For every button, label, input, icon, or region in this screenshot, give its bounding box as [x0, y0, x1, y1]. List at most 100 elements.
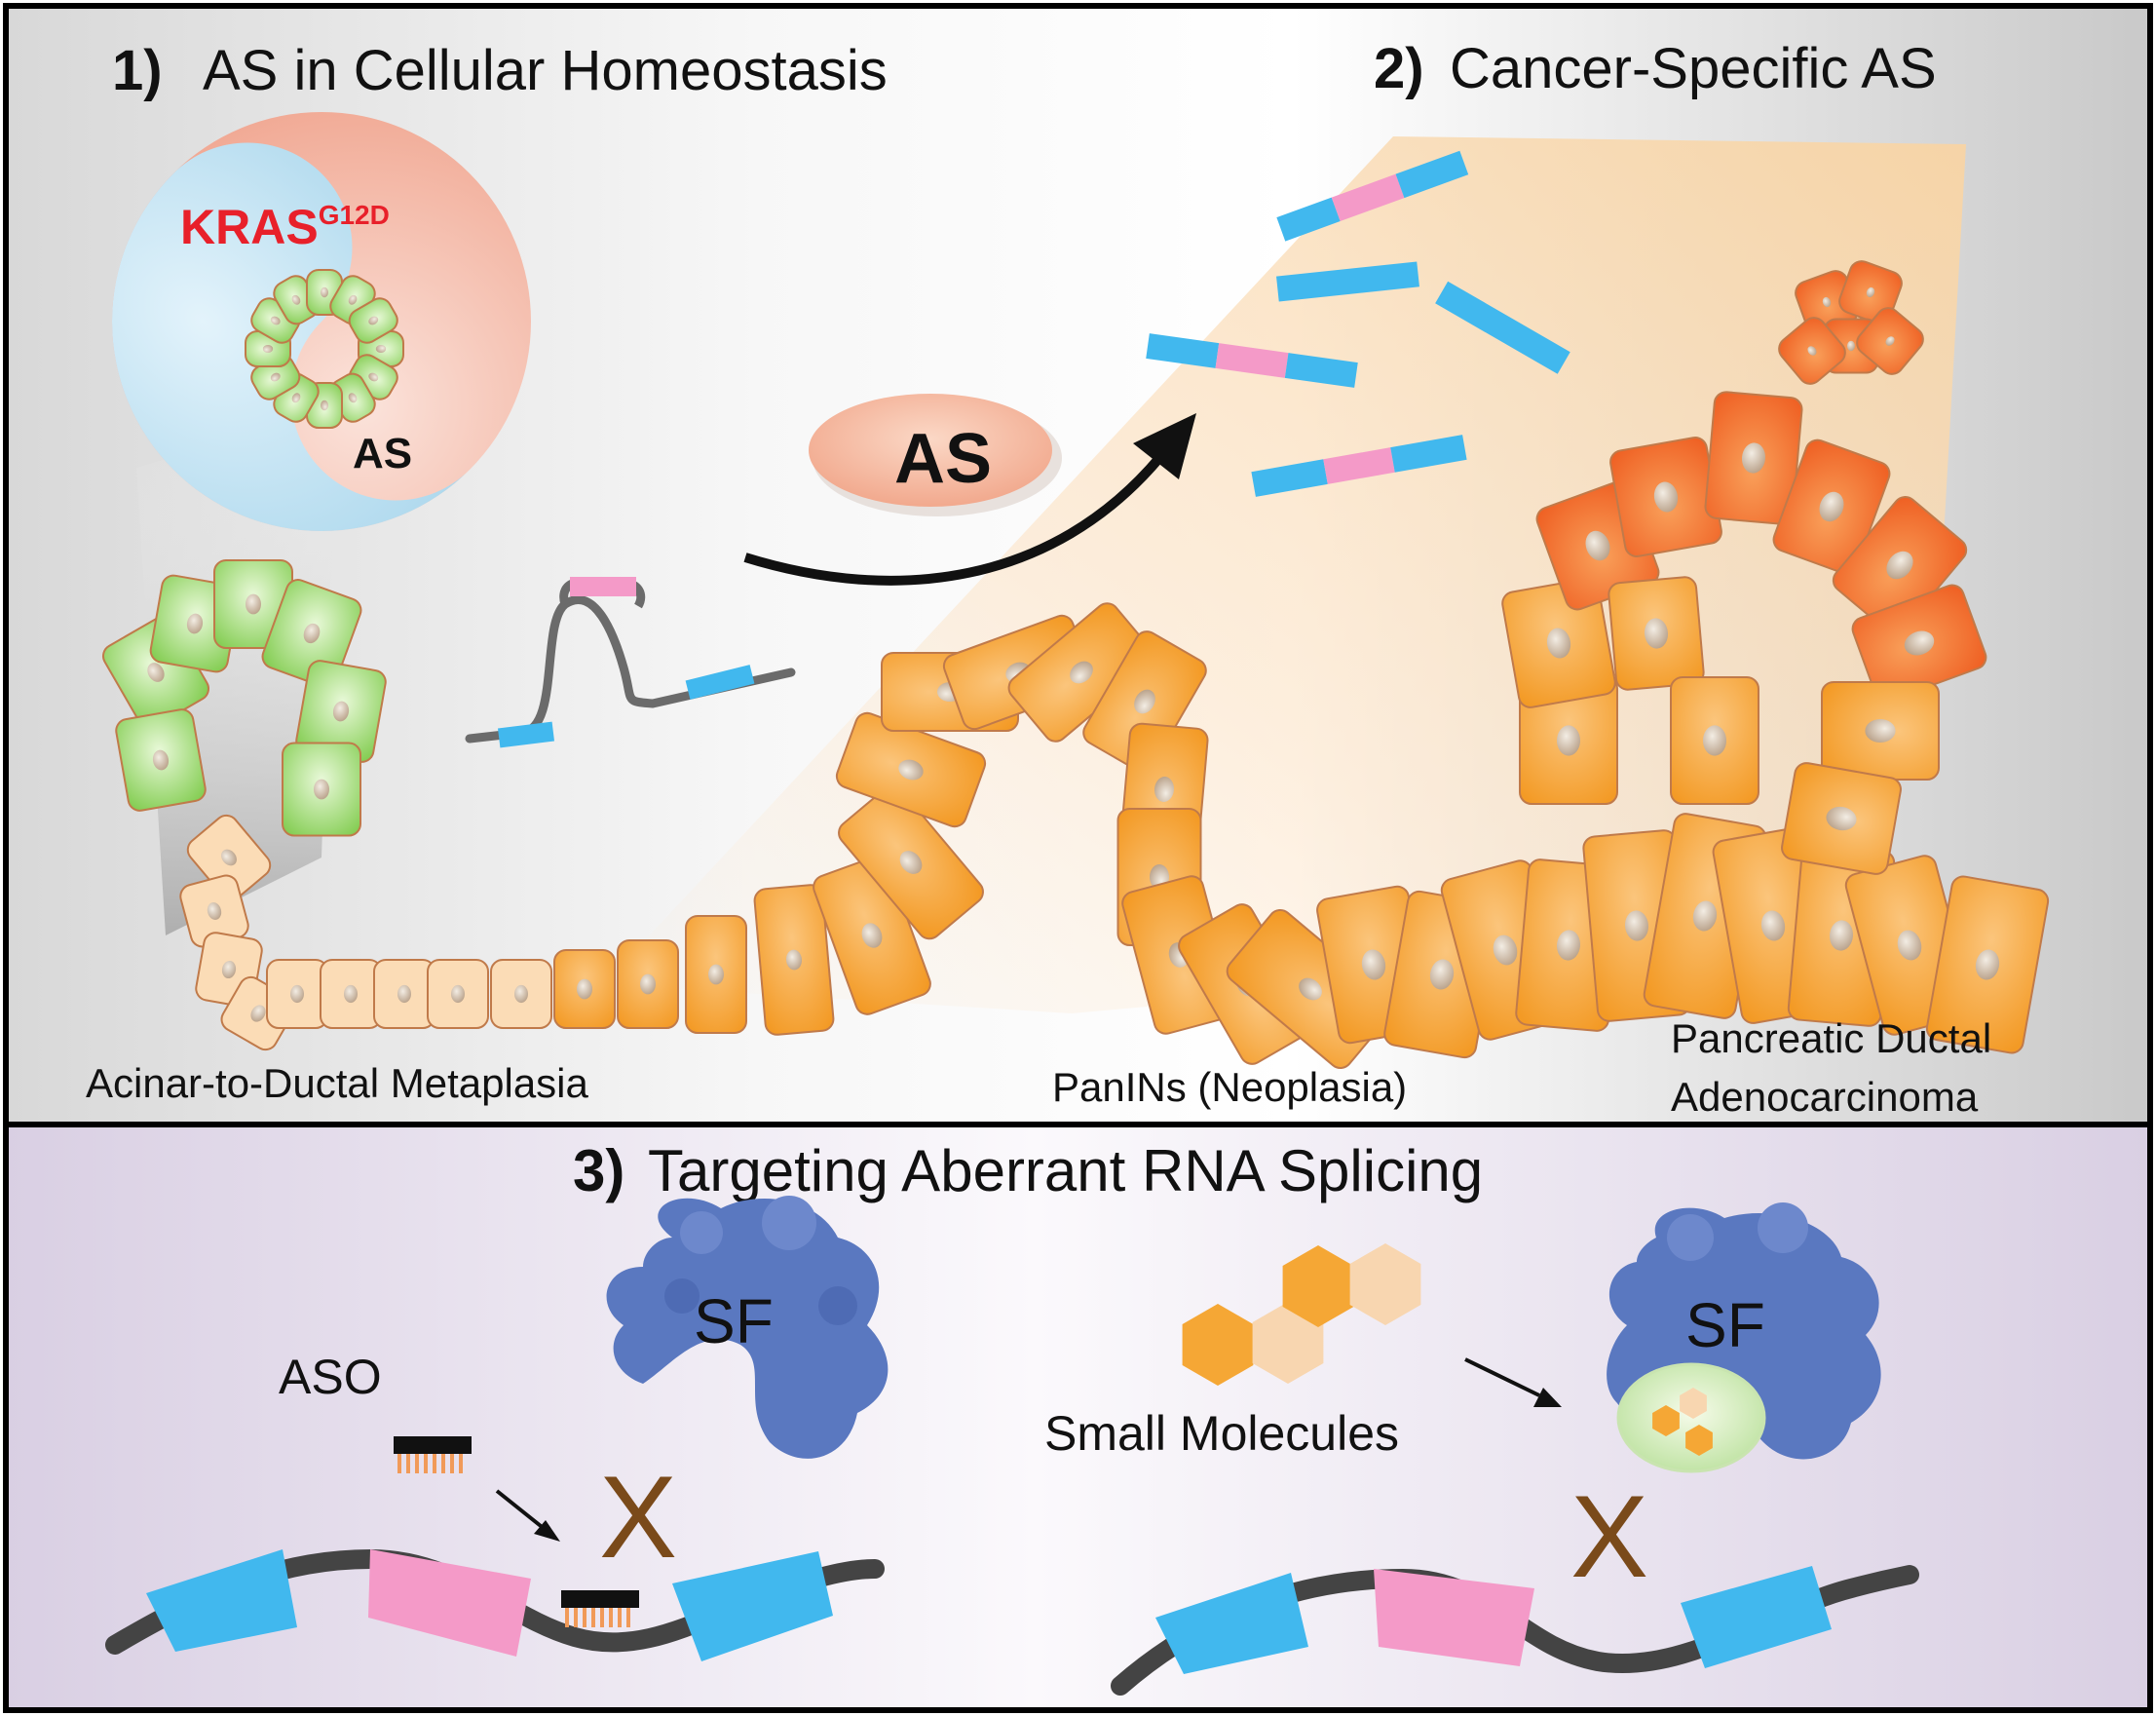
- cell-nucleus: [451, 984, 465, 1004]
- aso-base: [424, 1454, 428, 1473]
- panin-cell: [1082, 630, 1207, 773]
- cell-nucleus: [861, 923, 883, 948]
- pdac-stage-label-line1: Pancreatic Ductal: [1671, 1015, 1991, 1061]
- exon-blue: [672, 1551, 833, 1661]
- splicing-factor-right: SF: [1607, 1202, 1881, 1473]
- cell-nucleus: [1154, 777, 1175, 802]
- pdac-cell: [1608, 576, 1705, 691]
- cell-nucleus: [1741, 442, 1766, 474]
- pdac-cells: [1316, 391, 2050, 1059]
- tumor-rosette: [1778, 260, 1924, 385]
- splicing-arrow: [743, 413, 1196, 586]
- panel3-number: 3): [573, 1138, 624, 1203]
- pdac-cell: [1670, 676, 1759, 805]
- exon-pink: [1374, 1569, 1534, 1666]
- cell-nucleus: [186, 613, 204, 634]
- rosette-cell: [1856, 307, 1924, 375]
- pdac-stage-label-line2: Adenocarcinoma: [1671, 1074, 1979, 1120]
- cell-nucleus: [1692, 900, 1718, 932]
- aso-base: [459, 1454, 463, 1473]
- cell-nucleus: [290, 984, 304, 1004]
- cell-nucleus: [1556, 930, 1581, 961]
- pdac-cell: [1501, 578, 1616, 708]
- hexagon: [1652, 1405, 1680, 1436]
- cell-nucleus: [250, 1005, 266, 1022]
- cell-nucleus: [348, 294, 358, 305]
- pdac-cell: [1609, 437, 1722, 557]
- aso-base: [609, 1608, 613, 1627]
- cell-nucleus: [1070, 661, 1093, 684]
- exon-pink: [570, 577, 636, 596]
- kras-label: KRASG12D: [180, 200, 390, 254]
- cell-nucleus: [303, 623, 321, 644]
- aso-molecule-free: [394, 1436, 472, 1473]
- pdac-cell: [1925, 875, 2050, 1054]
- cell-nucleus: [291, 294, 301, 305]
- sf-left-label: SF: [694, 1286, 774, 1356]
- cell-nucleus: [1546, 628, 1571, 659]
- panin-cell: [838, 784, 984, 940]
- kras-superscript: G12D: [319, 200, 390, 230]
- cell-nucleus: [785, 949, 803, 971]
- aso-base: [574, 1608, 578, 1627]
- aso-base: [600, 1608, 604, 1627]
- target-pre-mrna-left: [105, 1548, 885, 1661]
- duct-cell: [186, 814, 272, 901]
- cell-nucleus: [344, 984, 358, 1004]
- cell-nucleus: [1897, 930, 1922, 961]
- cell-nucleus: [1885, 336, 1895, 346]
- cell-nucleus: [1904, 630, 1935, 656]
- aso-base: [406, 1454, 410, 1473]
- duct-cell: [685, 915, 747, 1034]
- cell-nucleus: [1585, 530, 1610, 561]
- cell-nucleus: [898, 759, 924, 781]
- cell-nucleus: [1644, 618, 1669, 649]
- as-badge: AS: [809, 394, 1062, 516]
- binding-pocket: [1616, 1362, 1766, 1473]
- acinar-cell: [282, 742, 361, 837]
- cell-nucleus: [640, 973, 656, 995]
- hexagon: [1182, 1304, 1254, 1386]
- cell-nucleus: [1865, 719, 1896, 743]
- cell-nucleus: [368, 372, 379, 382]
- block-mark-right: X: [1570, 1471, 1648, 1602]
- exon-blue: [685, 665, 755, 700]
- cell-nucleus: [708, 964, 724, 985]
- cell-nucleus: [1886, 551, 1913, 580]
- hexagon: [1680, 1388, 1707, 1419]
- kras-text: KRAS: [180, 200, 319, 254]
- cell-nucleus: [221, 849, 237, 866]
- cell-nucleus: [1847, 340, 1855, 352]
- panin-stage-label: PanINs (Neoplasia): [1052, 1064, 1407, 1110]
- cell-nucleus: [1703, 725, 1726, 756]
- aso-base: [618, 1608, 622, 1627]
- cell-nucleus: [1975, 949, 2000, 980]
- cell-nucleus: [270, 372, 281, 382]
- block-mark-left: X: [599, 1452, 677, 1583]
- duct-cell: [266, 959, 328, 1029]
- aso-base: [441, 1454, 445, 1473]
- pre-mrna-strand: [465, 577, 796, 748]
- cell-nucleus: [1624, 910, 1649, 941]
- cell-nucleus: [152, 749, 170, 771]
- cell-nucleus: [514, 984, 528, 1004]
- pdac-cell: [1821, 681, 1940, 781]
- cell-nucleus: [1760, 910, 1786, 941]
- cell-nucleus: [1361, 949, 1386, 980]
- cell-nucleus: [1866, 286, 1875, 298]
- pdac-cell: [1519, 676, 1618, 805]
- panel2-number: 2): [1374, 37, 1424, 100]
- cell-nucleus: [1826, 806, 1857, 831]
- aso-base: [397, 1454, 401, 1473]
- aso-arrow: [495, 1489, 560, 1542]
- duct-cell: [553, 949, 616, 1029]
- exon-pink: [368, 1549, 531, 1657]
- exon-blue: [1155, 1573, 1308, 1674]
- pdac-cell: [1781, 762, 1902, 875]
- aso-base: [626, 1608, 630, 1627]
- aso-base: [591, 1608, 595, 1627]
- rosette-cell: [1778, 317, 1846, 385]
- panel3-title: Targeting Aberrant RNA Splicing: [648, 1138, 1483, 1203]
- aso-base: [450, 1454, 454, 1473]
